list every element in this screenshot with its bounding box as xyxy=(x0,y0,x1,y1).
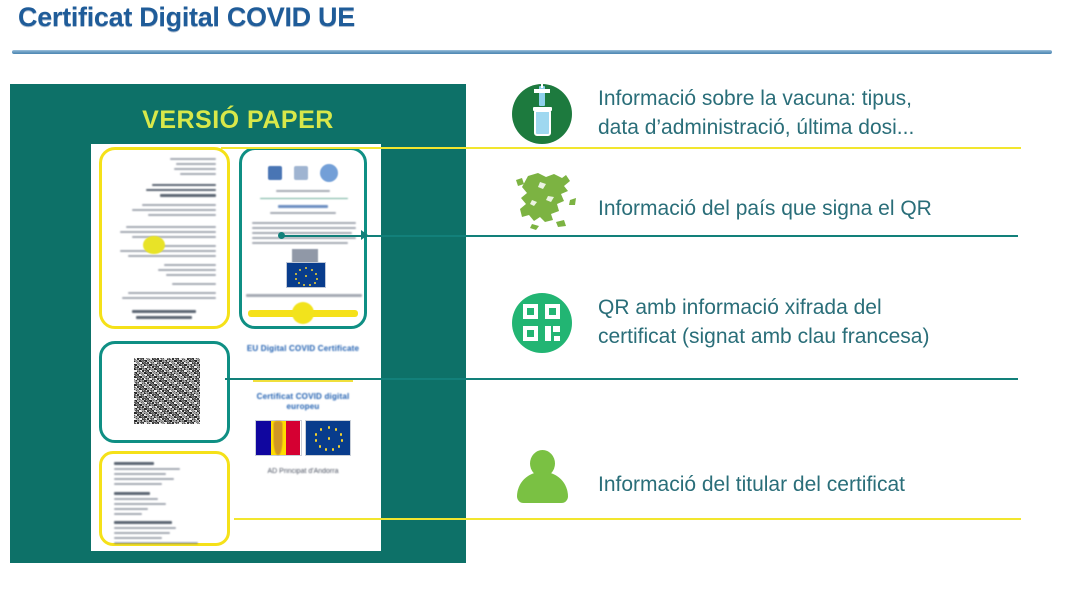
certificate-qr-highlight xyxy=(99,341,230,443)
europe-map-icon xyxy=(512,170,578,236)
paper-version-title: VERSIÓ PAPER xyxy=(142,106,334,134)
qr-code-image xyxy=(134,358,200,424)
certificate-eu-page-highlight xyxy=(239,147,367,329)
eu-page-seal xyxy=(292,302,314,324)
connector-country-arrow xyxy=(361,230,368,240)
qr-code-icon xyxy=(512,293,578,359)
info-text-holder: Informació del titular del certificat xyxy=(598,473,905,496)
paper-version-panel: VERSIÓ PAPER xyxy=(10,84,466,563)
connector-holder xyxy=(234,518,1021,520)
qr-seal xyxy=(143,236,165,254)
brand-divider xyxy=(253,380,353,382)
page-title: Certificat Digital COVID UE xyxy=(18,2,355,32)
certificate-letter-highlight xyxy=(99,147,230,329)
person-icon xyxy=(512,448,578,514)
info-text-qr: QR amb informació xifrada del certificat… xyxy=(598,296,930,348)
certificate-brand-block: EU Digital COVID Certificate Certificat … xyxy=(239,344,367,546)
brand-label-catalan: Certificat COVID digital europeu xyxy=(256,392,350,411)
brand-footnote: AD Principat d'Andorra xyxy=(267,468,339,475)
connector-qr xyxy=(225,378,1018,380)
info-text-country: Informació del país que signa el QR xyxy=(598,197,932,220)
vaccine-icon xyxy=(512,81,578,150)
flags-row xyxy=(255,420,351,456)
title-divider xyxy=(12,50,1052,54)
info-text-vaccine: Informació sobre la vacuna: tipus, data … xyxy=(598,87,915,139)
connector-country-dot xyxy=(278,232,285,239)
connector-country xyxy=(281,235,1018,237)
eu-flag-small xyxy=(286,262,326,288)
certificate-sheet: EU Digital COVID Certificate Certificat … xyxy=(91,144,381,551)
connector-vaccine xyxy=(221,147,1021,149)
certificate-holder-highlight xyxy=(99,451,230,546)
brand-label-english: EU Digital COVID Certificate xyxy=(246,344,360,353)
eu-flag xyxy=(304,420,351,456)
andorra-flag xyxy=(255,420,302,456)
